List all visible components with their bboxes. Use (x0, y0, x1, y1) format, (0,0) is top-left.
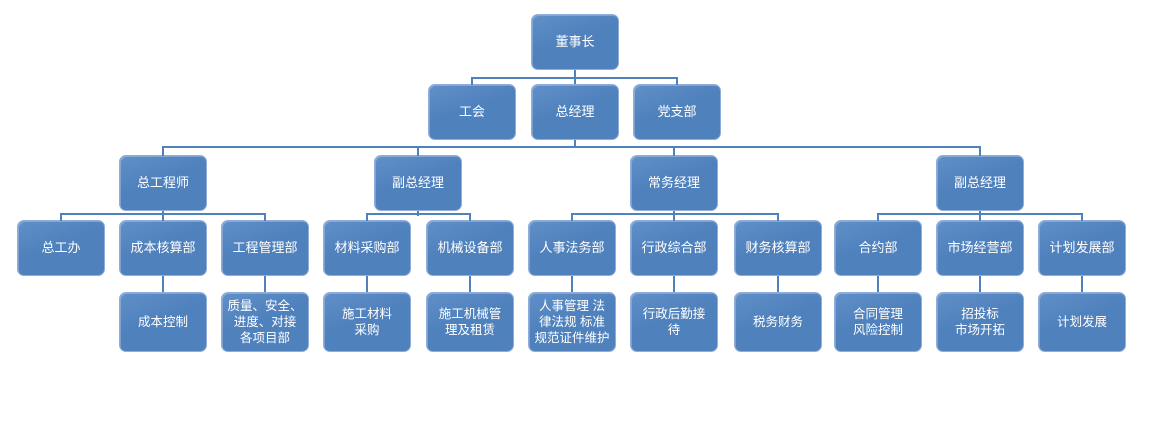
org-node-planning-development: 计划发展 (1038, 292, 1126, 352)
connector-hr-functions-stub (571, 276, 573, 292)
org-node-planning-development-dept: 计划发展部 (1038, 220, 1126, 276)
connector-chief-engineer-rail (60, 213, 266, 215)
connector-deputy-gm-1-rail (366, 213, 471, 215)
connector-bidding-stub (979, 276, 981, 292)
connector-party-tick (676, 78, 678, 85)
connector-machinery-leasing-stub (469, 276, 471, 292)
org-node-labor-union: 工会 (428, 84, 516, 140)
org-node-admin-logistics-reception: 行政后勤接 待 (630, 292, 718, 352)
org-node-hr-legal-functions: 人事管理 法 律法规 标准 规范证件维护 (528, 292, 616, 352)
org-node-chief-engineer-office: 总工办 (17, 220, 105, 276)
connector-cost-control-stub (162, 276, 164, 292)
connector-union-tick (471, 78, 473, 85)
connector-admin-logistics-stub (673, 276, 675, 292)
connector-material-purchase-stub (366, 276, 368, 292)
org-node-deputy-gm-1: 副总经理 (374, 155, 462, 211)
connector-deputy-gm-2-rail (877, 213, 1083, 215)
connector-deputy-gm-2-tick (979, 147, 981, 156)
connector-planning-dev-stub (1081, 276, 1083, 292)
connector-hr-legal-tick (571, 213, 573, 221)
connector-machinery-tick (469, 213, 471, 221)
org-node-machinery-equipment-dept: 机械设备部 (426, 220, 514, 276)
connector-tax-finance-stub (777, 276, 779, 292)
org-node-cost-control: 成本控制 (119, 292, 207, 352)
org-node-market-operation-dept: 市场经营部 (936, 220, 1024, 276)
org-node-machinery-mgmt-leasing: 施工机械管 理及租赁 (426, 292, 514, 352)
org-node-contract-risk-control: 合同管理 风险控制 (834, 292, 922, 352)
connector-chief-engineer-down (162, 211, 164, 221)
connector-executive-manager-tick (673, 147, 675, 156)
connector-contract-risk-stub (877, 276, 879, 292)
org-node-admin-general-dept: 行政综合部 (630, 220, 718, 276)
connector-gm-down (574, 140, 576, 148)
connector-deputy-gm-1-tick (417, 147, 419, 156)
org-node-chief-engineer: 总工程师 (119, 155, 207, 211)
connector-executive-manager-down (673, 211, 675, 221)
connector-material-tick (366, 213, 368, 221)
connector-executive-manager-rail (571, 213, 779, 215)
org-node-executive-manager: 常务经理 (630, 155, 718, 211)
connector-deputy-gm-2-down (979, 211, 981, 221)
org-node-finance-accounting-dept: 财务核算部 (734, 220, 822, 276)
org-node-material-purchasing-dept: 材料采购部 (323, 220, 411, 276)
connector-planning-dept-tick (1081, 213, 1083, 221)
org-node-tax-finance: 税务财务 (734, 292, 822, 352)
connector-chief-engineer-tick (162, 147, 164, 156)
connector-quality-stub (264, 276, 266, 292)
org-node-general-manager: 总经理 (531, 84, 619, 140)
org-node-contract-dept: 合约部 (834, 220, 922, 276)
connector-contract-tick (877, 213, 879, 221)
org-node-construction-material-purchasing: 施工材料 采购 (323, 292, 411, 352)
org-node-hr-legal-dept: 人事法务部 (528, 220, 616, 276)
org-node-party-branch: 党支部 (633, 84, 721, 140)
org-node-bidding-market-expansion: 招投标 市场开拓 (936, 292, 1024, 352)
org-node-chairman: 董事长 (531, 14, 619, 70)
connector-chief-office-tick (60, 213, 62, 221)
connector-finance-tick (777, 213, 779, 221)
connector-level3-rail (162, 146, 981, 148)
org-node-cost-accounting-dept: 成本核算部 (119, 220, 207, 276)
connector-level2-rail (471, 77, 678, 79)
org-node-deputy-gm-2: 副总经理 (936, 155, 1024, 211)
org-node-engineering-mgmt-dept: 工程管理部 (221, 220, 309, 276)
connector-engineering-tick (264, 213, 266, 221)
org-node-quality-safety-schedule: 质量、安全、 进度、对接 各项目部 (221, 292, 309, 352)
